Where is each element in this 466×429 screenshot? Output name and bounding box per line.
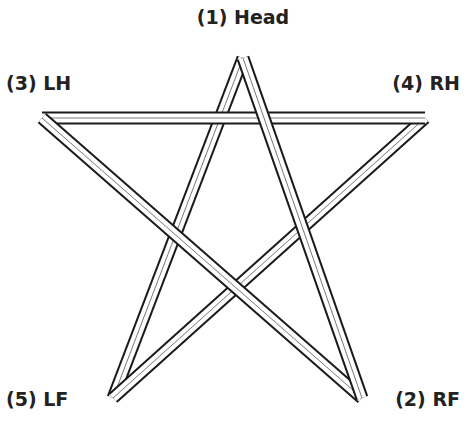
body-part-label: (5) LF bbox=[6, 388, 68, 411]
pentagram-ribbons bbox=[42, 58, 425, 398]
ribbon-fill bbox=[42, 114, 425, 123]
body-part-label: (3) LH bbox=[6, 72, 71, 95]
body-part-label: (2) RF bbox=[395, 388, 460, 411]
ribbon-fill bbox=[113, 118, 425, 398]
body-part-label: (4) RH bbox=[392, 72, 460, 95]
ribbon-outline bbox=[113, 118, 425, 398]
pentagram-points bbox=[42, 58, 425, 398]
ribbon-hatch bbox=[42, 118, 425, 119]
ribbon-hatch bbox=[113, 118, 425, 398]
ribbon-outline bbox=[243, 58, 362, 398]
body-part-label: (1) Head bbox=[197, 6, 289, 29]
ribbon-hatch bbox=[243, 58, 362, 398]
ribbon-outline bbox=[42, 112, 425, 125]
ribbon-fill bbox=[243, 58, 362, 398]
